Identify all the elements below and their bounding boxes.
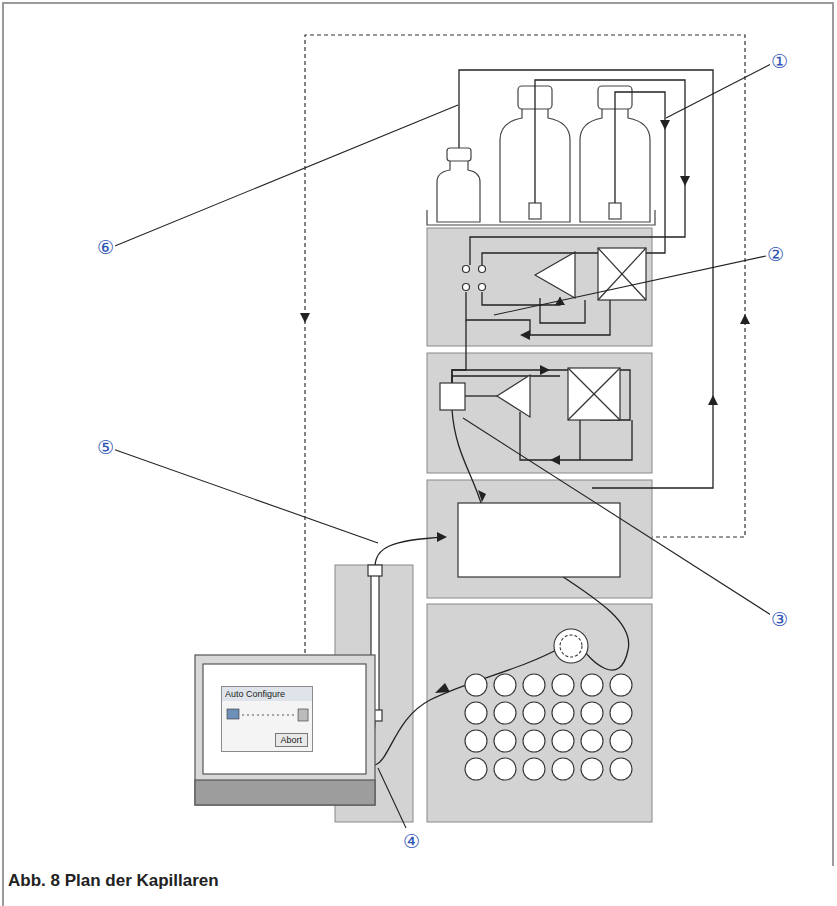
callout-number: ③ (770, 610, 789, 629)
vial (581, 702, 603, 724)
dialog-button: Abort (275, 733, 309, 747)
vial (523, 758, 545, 780)
modules (335, 228, 652, 822)
vial (494, 674, 516, 696)
capillaries (372, 70, 713, 765)
vial (523, 702, 545, 724)
callout-number: ② (766, 245, 785, 264)
vial (523, 730, 545, 752)
vial (581, 730, 603, 752)
vial (610, 758, 632, 780)
vial (552, 758, 574, 780)
vial (610, 730, 632, 752)
pump-parts (440, 248, 646, 577)
vial (581, 758, 603, 780)
vial (610, 702, 632, 724)
vial (523, 674, 545, 696)
flow-arrows (435, 120, 718, 693)
vial (552, 674, 574, 696)
callout-number: ④ (402, 832, 421, 851)
button-label: Abort (276, 734, 308, 746)
callout-number: ⑥ (96, 238, 115, 257)
vial (465, 674, 487, 696)
leader-lines (110, 64, 771, 828)
vial (465, 730, 487, 752)
dialog-window: Auto ConfigureAbort (221, 686, 313, 752)
figure-caption: Abb. 8 Plan der Kapillaren (8, 871, 219, 891)
vial (465, 758, 487, 780)
vial (494, 758, 516, 780)
autosampler-tray (465, 629, 632, 780)
computer (195, 655, 375, 805)
vial (465, 702, 487, 724)
vial (581, 674, 603, 696)
window-title: Auto Configure (222, 687, 312, 701)
vial (494, 702, 516, 724)
vial (552, 702, 574, 724)
bottles (427, 86, 655, 225)
callout-number: ① (770, 52, 789, 71)
vial (610, 674, 632, 696)
vial (552, 730, 574, 752)
callout-number: ⑤ (96, 438, 115, 457)
vial (494, 730, 516, 752)
